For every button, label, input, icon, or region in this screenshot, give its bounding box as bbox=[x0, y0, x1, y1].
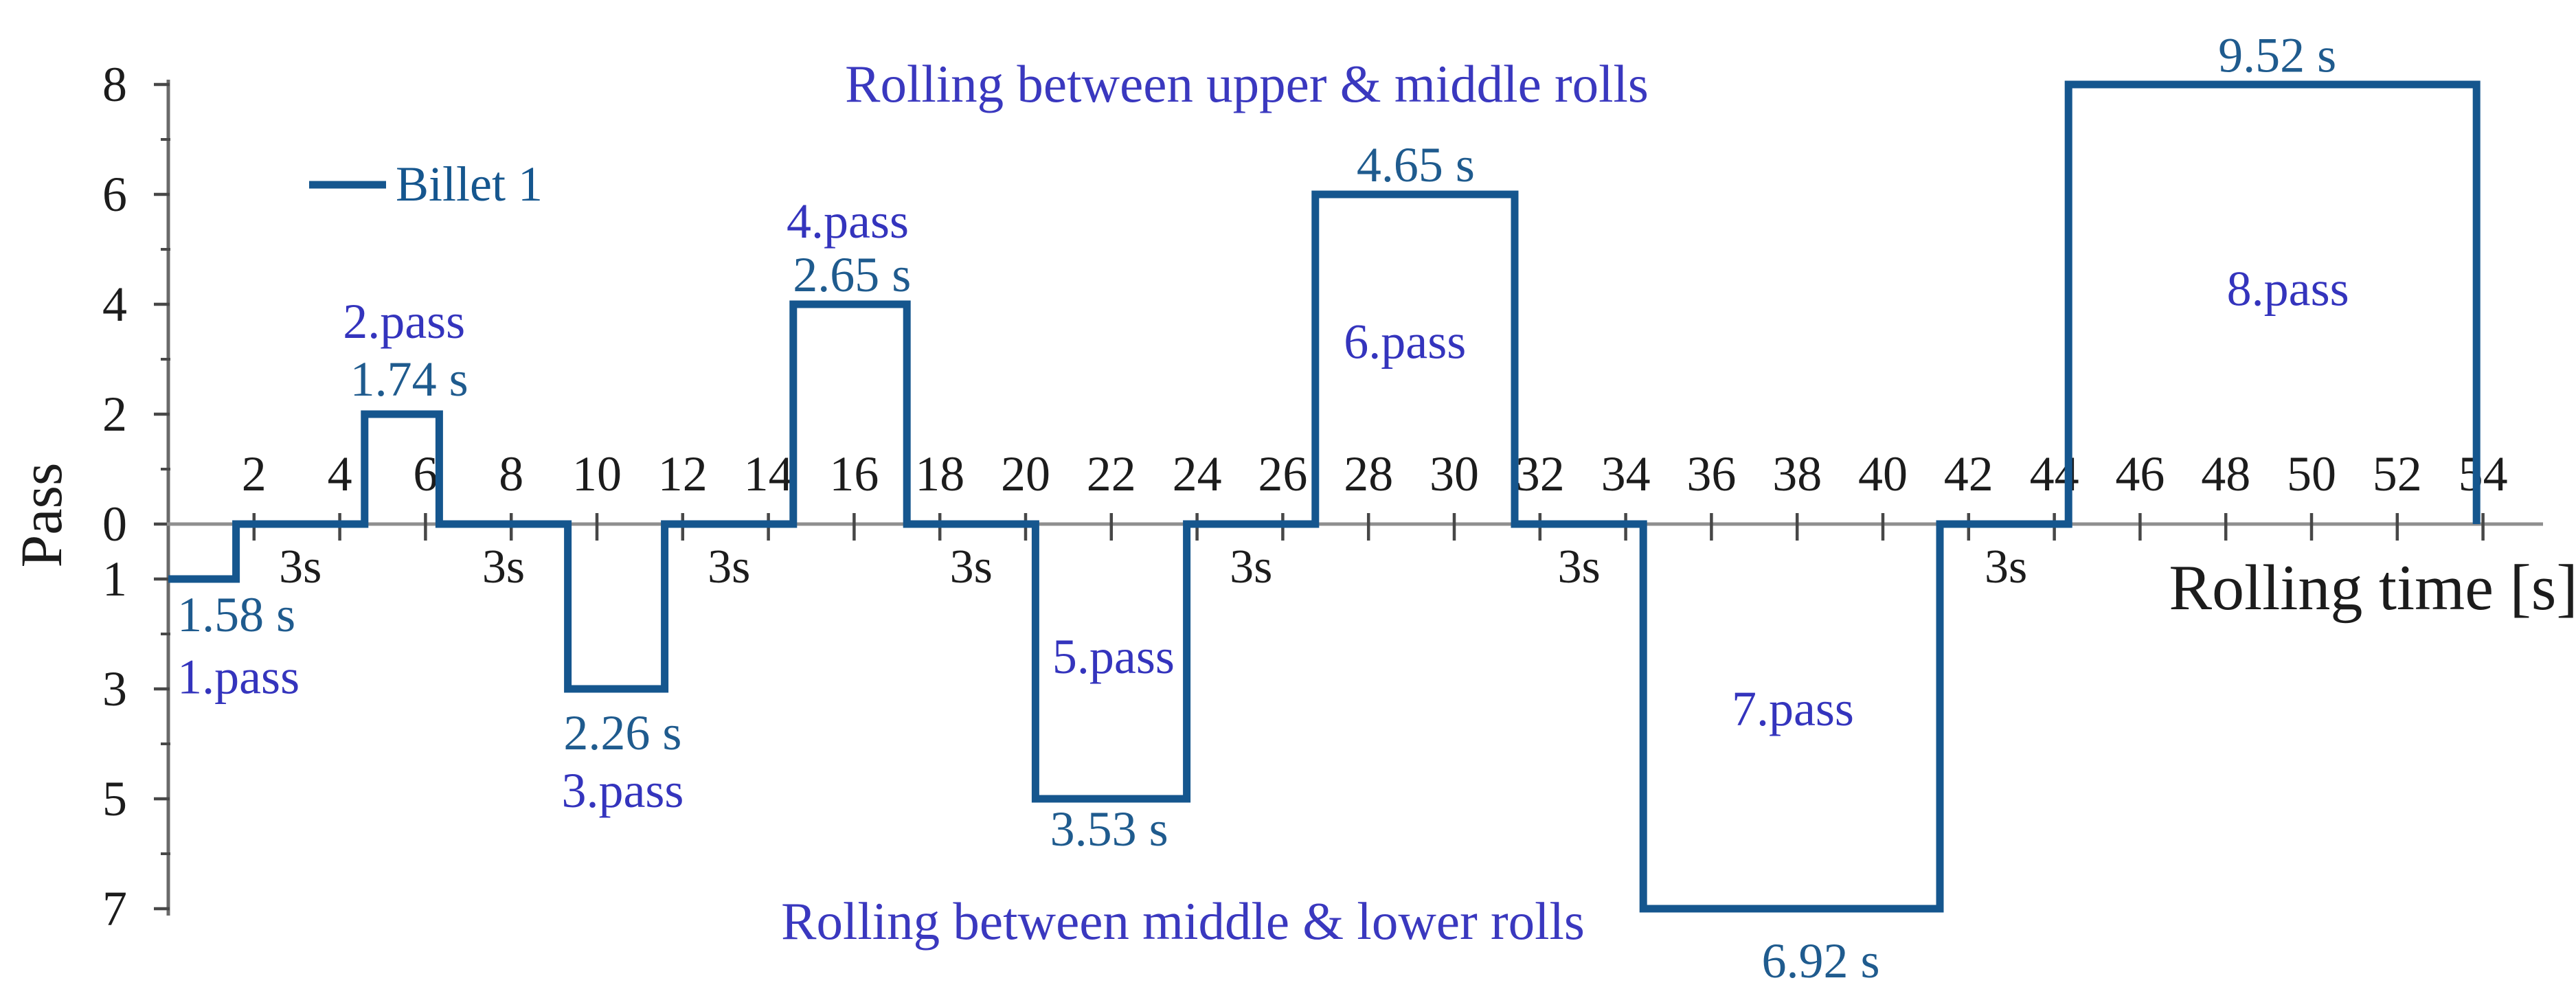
x-tick-label: 38 bbox=[1772, 446, 1822, 501]
pass-name-label: 7.pass bbox=[1732, 681, 1854, 736]
x-tick-label: 30 bbox=[1430, 446, 1479, 501]
x-tick-label: 52 bbox=[2373, 446, 2422, 501]
x-tick-label: 42 bbox=[1944, 446, 1993, 501]
x-tick-label: 4 bbox=[328, 446, 352, 501]
gap-duration-label: 3s bbox=[1557, 541, 1600, 593]
x-tick-label: 6 bbox=[413, 446, 438, 501]
pass-name-label: 2.pass bbox=[343, 294, 465, 349]
x-tick-label: 24 bbox=[1173, 446, 1222, 501]
x-tick-label: 40 bbox=[1858, 446, 1908, 501]
y-tick-label: 7 bbox=[102, 881, 127, 936]
y-tick-label: 6 bbox=[102, 167, 127, 222]
pass-name-label: 3.pass bbox=[561, 763, 683, 818]
y-tick-label: 0 bbox=[102, 497, 127, 552]
x-tick-label: 2 bbox=[242, 446, 267, 501]
x-tick-label: 34 bbox=[1601, 446, 1651, 501]
y-tick-label: 2 bbox=[102, 387, 127, 442]
y-tick-label: 1 bbox=[102, 552, 127, 606]
x-tick-label: 50 bbox=[2287, 446, 2336, 501]
gap-duration-label: 3s bbox=[279, 541, 321, 593]
pass-duration-label: 9.52 s bbox=[2218, 28, 2336, 83]
x-tick-label: 48 bbox=[2201, 446, 2250, 501]
pass-name-label: 6.pass bbox=[1344, 314, 1466, 369]
y-tick-label: 3 bbox=[102, 661, 127, 716]
pass-duration-label: 2.26 s bbox=[563, 705, 681, 760]
x-tick-label: 36 bbox=[1686, 446, 1736, 501]
legend-series-label: Billet 1 bbox=[396, 157, 543, 212]
x-tick-label: 18 bbox=[915, 446, 964, 501]
x-tick-label: 46 bbox=[2115, 446, 2165, 501]
gap-duration-label: 3s bbox=[1985, 541, 2027, 593]
x-tick-label: 10 bbox=[572, 446, 622, 501]
pass-name-label: 5.pass bbox=[1052, 629, 1175, 684]
x-tick-label: 16 bbox=[829, 446, 879, 501]
y-tick-label: 8 bbox=[102, 57, 127, 112]
pass-duration-label: 1.74 s bbox=[350, 352, 468, 407]
pass-name-label: 4.pass bbox=[787, 194, 909, 249]
chart-title-upper-rolls: Rolling between upper & middle rolls bbox=[845, 54, 1649, 113]
pass-duration-label: 2.65 s bbox=[793, 247, 911, 302]
x-tick-label: 8 bbox=[499, 446, 523, 501]
x-tick-label: 26 bbox=[1258, 446, 1307, 501]
gap-duration-label: 3s bbox=[482, 541, 525, 593]
x-tick-label: 32 bbox=[1515, 446, 1565, 501]
x-axis-title: Rolling time [s] bbox=[2169, 552, 2576, 624]
pass-duration-label: 1.58 s bbox=[177, 587, 295, 642]
pass-duration-label: 3.53 s bbox=[1050, 802, 1168, 856]
x-tick-label: 20 bbox=[1001, 446, 1050, 501]
y-axis-title: Pass bbox=[8, 463, 74, 568]
x-tick-label: 54 bbox=[2459, 446, 2508, 501]
gap-duration-label: 3s bbox=[950, 541, 993, 593]
x-tick-label: 22 bbox=[1087, 446, 1136, 501]
pass-name-label: 1.pass bbox=[177, 649, 300, 704]
y-tick-label: 4 bbox=[102, 277, 127, 332]
x-tick-label: 14 bbox=[744, 446, 793, 501]
pass-name-label: 8.pass bbox=[2227, 262, 2349, 317]
x-tick-label: 28 bbox=[1344, 446, 1393, 501]
pass-duration-label: 4.65 s bbox=[1357, 137, 1475, 192]
gap-duration-label: 3s bbox=[708, 541, 750, 593]
gap-duration-label: 3s bbox=[1230, 541, 1272, 593]
chart-title-lower-rolls: Rolling between middle & lower rolls bbox=[781, 892, 1585, 951]
billet1-step-line bbox=[168, 80, 2481, 913]
x-tick-label: 12 bbox=[658, 446, 708, 501]
pass-duration-label: 6.92 s bbox=[1762, 933, 1880, 987]
y-tick-label: 5 bbox=[102, 771, 127, 826]
